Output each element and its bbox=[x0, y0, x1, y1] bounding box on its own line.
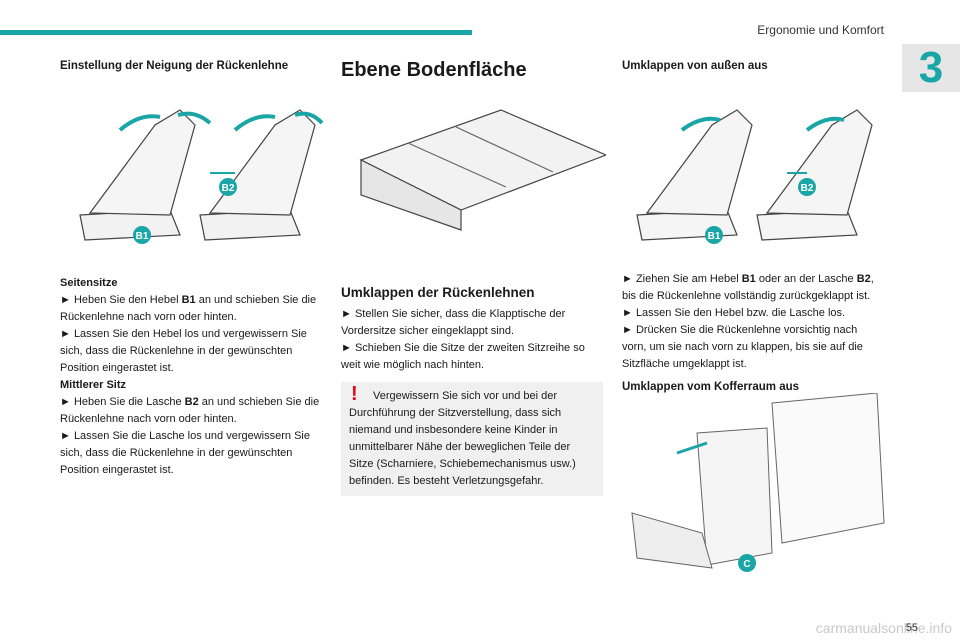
heading-flat-floor: Ebene Bodenfläche bbox=[341, 59, 527, 81]
side-step-1: ► Heben Sie den Hebel B1 an und schieben… bbox=[60, 294, 317, 323]
outside-step-2: ► Lassen Sie den Hebel bzw. die Lasche l… bbox=[622, 307, 846, 319]
svg-text:B2: B2 bbox=[801, 183, 814, 194]
fold-step-2: ► Schieben Sie die Sitze der zweiten Sit… bbox=[341, 342, 585, 371]
watermark: carmanualsonline.info bbox=[815, 620, 952, 636]
middle-step-2: ► Lassen Sie die Lasche los und vergewis… bbox=[60, 430, 310, 476]
page-number: 55 bbox=[905, 622, 918, 634]
heading-fold-outside: Umklappen von außen aus bbox=[622, 60, 768, 72]
b1-marker-icon bbox=[705, 226, 723, 244]
chapter-number: 3 bbox=[902, 43, 960, 92]
middle-seat-title: Mittlerer Sitz bbox=[60, 379, 127, 391]
heading-backrest-angle: Einstellung der Neigung der Rückenlehne bbox=[60, 60, 289, 72]
seat-fold-outside-illustration: B1 B2 bbox=[636, 109, 873, 244]
outside-step-1: ► Ziehen Sie am Hebel B1 oder an der Las… bbox=[622, 273, 874, 302]
header-accent-bar bbox=[0, 30, 472, 35]
svg-text:C: C bbox=[743, 559, 750, 570]
side-seats-title: Seitensitze bbox=[60, 277, 118, 289]
b2-marker-icon bbox=[798, 178, 816, 196]
middle-step-1: ► Heben Sie die Lasche B2 an und schiebe… bbox=[60, 396, 320, 425]
svg-text:B2: B2 bbox=[222, 183, 235, 194]
warning-text: Vergewissern Sie sich vor und bei der Du… bbox=[349, 390, 576, 487]
section-title: Ergonomie und Komfort bbox=[757, 23, 884, 37]
heading-fold-trunk: Umklappen vom Kofferraum aus bbox=[622, 381, 800, 393]
warning-box: ! Vergewissern Sie sich vor und bei der … bbox=[341, 382, 603, 496]
subheading-fold-backrests: Umklappen der Rückenlehnen bbox=[341, 285, 535, 300]
svg-text:B1: B1 bbox=[136, 231, 149, 242]
outside-step-3: ► Drücken Sie die Rückenlehne vorsichtig… bbox=[622, 324, 863, 370]
b1-marker-icon bbox=[133, 226, 151, 244]
seat-recline-illustration: B1 B2 bbox=[79, 109, 324, 244]
trunk-fold-illustration: C bbox=[631, 393, 885, 572]
c-marker-icon bbox=[738, 554, 756, 572]
column-fold-outside: Umklappen von außen aus ► Ziehen Sie am … bbox=[622, 58, 884, 396]
column-backrest-angle: Einstellung der Neigung der Rückenlehne … bbox=[60, 58, 322, 479]
svg-text:B1: B1 bbox=[708, 231, 721, 242]
warning-icon: ! bbox=[351, 383, 358, 405]
flat-floor-illustration bbox=[359, 109, 606, 231]
side-step-2: ► Lassen Sie den Hebel los und vergewiss… bbox=[60, 328, 307, 374]
fold-step-1: ► Stellen Sie sicher, dass die Klapptisc… bbox=[341, 308, 566, 337]
column-flat-floor: Ebene Bodenfläche Umklappen der Rückenle… bbox=[341, 58, 603, 496]
b2-marker-icon bbox=[219, 178, 237, 196]
